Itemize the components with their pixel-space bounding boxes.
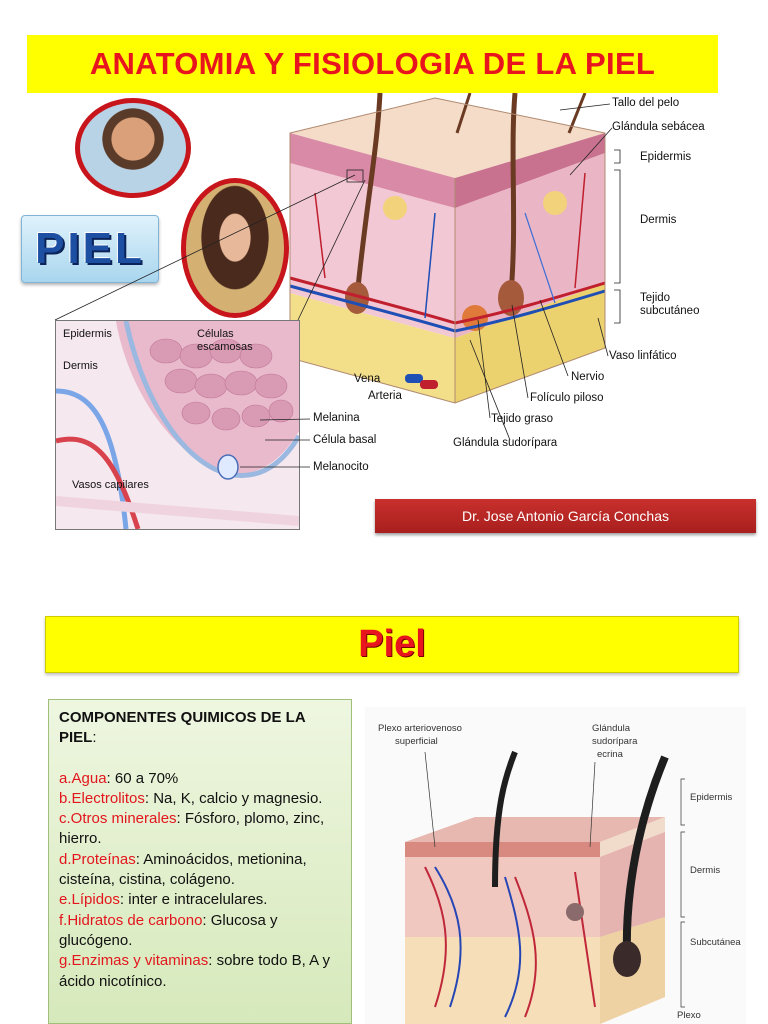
component-value: inter e intracelulares.: [128, 891, 268, 909]
label-subcutaneo: subcutáneo: [640, 305, 700, 317]
diagram2-label-subcutanea: Subcutánea: [690, 937, 741, 948]
inset-label-celulas: Células: [197, 328, 234, 340]
slide1-title: ANATOMIA Y FISIOLOGIA DE LA PIEL: [89, 46, 656, 81]
inset-label-escamosas: escamosas: [197, 341, 253, 353]
diagram2-label-glandula: Glándula: [592, 723, 631, 734]
component-separator: :: [202, 911, 211, 929]
chemical-components-heading: COMPONENTES QUIMICOS DE LA PIEL:: [59, 708, 341, 749]
chemical-components-list: a.Agua: 60 a 70%b.Electrolitos: Na, K, c…: [59, 769, 341, 992]
component-key: g.Enzimas y vitaminas: [59, 952, 209, 970]
label-tallo-del-pelo: Tallo del pelo: [612, 97, 680, 109]
portrait-man-photo: [75, 98, 191, 198]
piel-badge: PIEL: [21, 215, 159, 283]
epidermis-detail-inset: Epidermis Células escamosas Dermis Vasos…: [55, 320, 300, 530]
label-dermis: Dermis: [640, 214, 677, 226]
component-key: f.Hidratos de carbono: [59, 911, 203, 929]
component-item: a.Agua: 60 a 70%: [59, 769, 341, 789]
author-name: Dr. Jose Antonio García Conchas: [462, 508, 669, 524]
component-value: Fósforo, plomo, zinc, hierro.: [59, 810, 325, 848]
inset-connector-lines: [54, 169, 366, 321]
skin-diagram-2-illustration: [405, 750, 685, 1024]
component-separator: :: [135, 850, 144, 868]
label-vena: Vena: [354, 373, 381, 385]
component-key: d.Proteínas: [59, 850, 136, 868]
component-separator: :: [106, 769, 115, 787]
component-item: g.Enzimas y vitaminas: sobre todo B, A y…: [59, 951, 341, 992]
label-nervio: Nervio: [571, 371, 605, 383]
label-tejido-graso: Tejido graso: [491, 413, 554, 425]
skin-diagram-2-frame: Plexo arteriovenoso superficial Glándula…: [365, 707, 746, 1024]
components-heading-text: COMPONENTES QUIMICOS DE LA PIEL: [59, 709, 306, 747]
component-key: b.Electrolitos: [59, 789, 145, 807]
diagram2-label-epidermis: Epidermis: [690, 792, 733, 803]
slide1-title-banner: ANATOMIA Y FISIOLOGIA DE LA PIEL: [27, 35, 718, 93]
component-item: b.Electrolitos: Na, K, calcio y magnesio…: [59, 789, 341, 809]
inset-label-epidermis: Epidermis: [63, 328, 112, 340]
chemical-components-box: COMPONENTES QUIMICOS DE LA PIEL: a.Agua:…: [48, 699, 352, 1024]
diagram2-label-dermis: Dermis: [690, 865, 721, 876]
label-glandula-sebacea: Glándula sebácea: [612, 121, 705, 133]
component-value: Na, K, calcio y magnesio.: [153, 789, 323, 807]
component-item: e.Lípidos: inter e intracelulares.: [59, 890, 341, 910]
diagram2-label-superficial: superficial: [395, 736, 438, 747]
arteria-vessel-stub: [420, 380, 438, 389]
inset-label-dermis: Dermis: [63, 360, 98, 372]
component-key: e.Lípidos: [59, 891, 120, 909]
label-glandula-sudoripara: Glándula sudorípara: [453, 437, 558, 449]
component-value: 60 a 70%: [114, 769, 179, 787]
slide2-title: Piel: [358, 623, 426, 665]
component-separator: :: [119, 891, 129, 909]
components-heading-colon: :: [92, 729, 97, 747]
component-separator: :: [144, 789, 154, 807]
inset-label-vasos-capilares: Vasos capilares: [72, 479, 149, 491]
diagram2-label-sudoripara: sudorípara: [592, 736, 638, 747]
epidermis-detail-illustration: [56, 321, 299, 529]
component-key: a.Agua: [59, 769, 107, 787]
label-vaso-linfatico: Vaso linfático: [609, 350, 677, 362]
skin-cross-section-illustration: [289, 93, 606, 404]
component-value: Aminoácidos, metionina, cisteína, cistin…: [59, 850, 307, 889]
label-leader-lines: [469, 103, 621, 441]
inset-leader-lines: [240, 418, 311, 468]
piel-badge-text: PIEL: [35, 224, 145, 273]
author-banner: Dr. Jose Antonio García Conchas: [375, 499, 756, 533]
component-value: Glucosa y glucógeno.: [59, 911, 278, 949]
diagram2-label-plexo-arteriovenoso: Plexo arteriovenoso: [378, 723, 462, 734]
label-arteria: Arteria: [368, 390, 402, 402]
diagram2-label-plexo: Plexo: [677, 1010, 701, 1021]
component-item: f.Hidratos de carbono: Glucosa y glucóge…: [59, 911, 341, 952]
inset-label-celula-basal: Célula basal: [313, 434, 377, 446]
vena-vessel-stub: [405, 374, 423, 383]
label-epidermis: Epidermis: [640, 151, 692, 163]
inset-label-melanocito: Melanocito: [313, 461, 369, 473]
inset-label-melanina: Melanina: [313, 412, 360, 424]
component-separator: :: [176, 810, 185, 828]
component-key: c.Otros minerales: [59, 810, 177, 828]
component-value: sobre todo B, A y ácido nicotínico.: [59, 952, 330, 990]
component-item: c.Otros minerales: Fósforo, plomo, zinc,…: [59, 809, 341, 850]
component-separator: :: [208, 952, 217, 970]
slide2-title-banner: Piel: [45, 616, 739, 673]
portrait-woman-photo: [181, 178, 289, 318]
component-item: d.Proteínas: Aminoácidos, metionina, cis…: [59, 850, 341, 891]
label-foliculo-piloso: Folículo piloso: [530, 392, 604, 404]
diagram2-label-ecrina: ecrina: [597, 749, 623, 760]
label-tejido: Tejido: [640, 292, 671, 304]
